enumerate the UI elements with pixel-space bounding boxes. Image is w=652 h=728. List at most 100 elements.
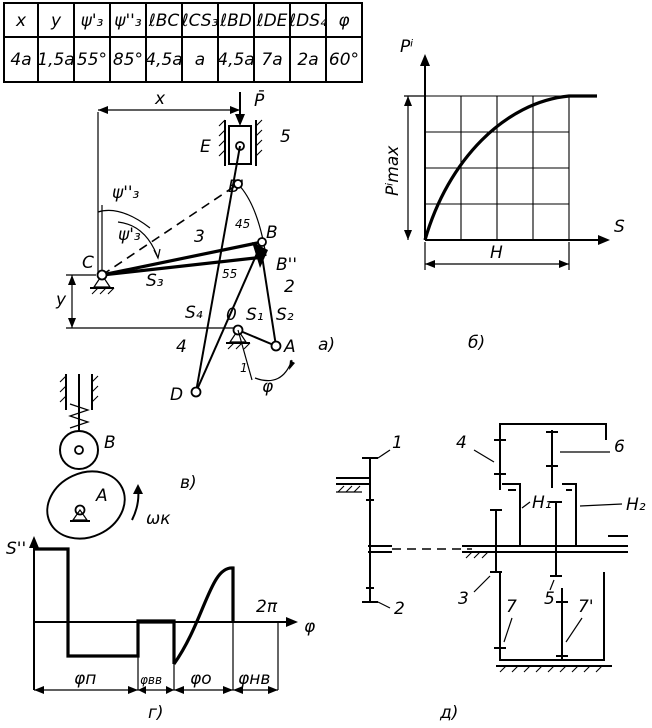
parameter-table: x y ψ'₃ ψ''₃ ℓBC ℓCS₃ ℓBD ℓDE ℓDS₄ φ 4a … <box>3 2 363 83</box>
table-header-y: y <box>50 11 62 31</box>
cam-mechanism: B A ωк в) <box>46 374 197 540</box>
force-graph: Pⁱmax Pⁱ S H б) <box>383 37 625 353</box>
point-e-label: E <box>200 137 211 157</box>
table-value-y: 1,5a <box>37 50 74 70</box>
omega-label: ωк <box>146 509 171 529</box>
table-header-phi: φ <box>338 11 350 31</box>
phi-label: φ <box>262 377 274 397</box>
joint-c <box>96 269 108 281</box>
point-a-label: A <box>283 337 296 357</box>
link-4-label: 4 <box>176 337 187 357</box>
joint-b1 <box>233 179 243 189</box>
gear-4-label: 4 <box>456 433 467 453</box>
table-value-lbc: 4,5a <box>145 50 182 70</box>
dim-y-label: y <box>55 290 67 310</box>
link-1 <box>237 329 277 347</box>
caption-b: б) <box>468 333 485 353</box>
link-5-label: 5 <box>280 127 291 147</box>
table-header-lds4: ℓDS₄ <box>288 11 327 31</box>
force-curve <box>423 94 597 241</box>
gear-7p-label: 7' <box>578 597 594 617</box>
table-header-lbc: ℓBC <box>148 11 180 31</box>
accel-segment-3 <box>172 566 235 665</box>
table-value-phi: 60° <box>329 50 359 70</box>
table-header-psi1: ψ'₃ <box>81 11 104 31</box>
accel-segment-2 <box>136 619 176 664</box>
gear-5-label: 5 <box>544 589 555 609</box>
h1-label: H₁ <box>532 493 552 513</box>
phi-vv-label: φвв <box>140 673 162 687</box>
h2-label: H₂ <box>626 495 646 515</box>
carrier-h1 <box>502 483 521 546</box>
phi-nv-label: φнв <box>238 669 270 689</box>
angle-55-label: 55 <box>222 267 237 281</box>
table-header-lcs3: ℓCS₃ <box>181 11 219 31</box>
dim-x-label: x <box>154 89 166 109</box>
angle-45-label: 45 <box>235 217 250 231</box>
slider-5 <box>228 125 252 165</box>
accel-segment-1 <box>34 547 140 658</box>
link-3-label: 3 <box>194 227 205 247</box>
point-d-label: D <box>170 385 183 405</box>
motion-law-graph: S'' φ 2π φп φвв φо φнв г) <box>6 536 316 723</box>
motion-ylabel: S'' <box>6 539 26 559</box>
force-xlabel: S <box>614 217 625 237</box>
caption-d: д) <box>439 703 458 723</box>
gear-3-label: 3 <box>458 589 469 609</box>
point-o-label: 0 <box>226 305 237 325</box>
phi-o-label: φо <box>190 669 212 689</box>
table-value-lcs3: a <box>195 50 205 70</box>
table-value-x: 4a <box>10 50 31 70</box>
gear-6-label: 6 <box>614 437 625 457</box>
h-label: H <box>490 243 503 263</box>
follower-roller <box>59 430 99 470</box>
force-p-label: P̄ <box>254 89 265 111</box>
carrier-h2 <box>562 483 577 546</box>
point-s3-label: S₃ <box>146 271 164 291</box>
planetary-gear-train: 1 2 3 5 4 6 <box>336 423 646 723</box>
ring-7 <box>499 572 605 661</box>
force-ylabel: Pⁱ <box>400 37 413 57</box>
table-header-x: x <box>15 11 27 31</box>
point-c-label: C <box>82 253 94 273</box>
pmax-label: Pⁱmax <box>383 145 403 196</box>
link-2 <box>261 255 277 347</box>
psi2-label: ψ''₃ <box>112 183 140 203</box>
point-b-label: B <box>266 223 278 243</box>
table-header-lde: ℓDE <box>256 11 288 31</box>
cam-b-label: B <box>104 433 116 453</box>
point-s2-label: S₂ <box>276 305 294 325</box>
cam-a-label: A <box>95 486 108 506</box>
table-value-psi1: 55° <box>77 50 107 70</box>
caption-v: в) <box>180 473 197 493</box>
joint-b <box>257 237 267 247</box>
joint-a <box>270 340 282 352</box>
caption-g: г) <box>148 703 164 723</box>
point-s1-label: S₁ <box>246 305 264 325</box>
two-pi-label: 2π <box>256 597 278 617</box>
caption-a: а) <box>318 335 335 355</box>
point-s4-label: S₄ <box>185 303 203 323</box>
table-value-lde: 7a <box>261 50 282 70</box>
link-3 <box>101 240 263 277</box>
cam-disc <box>46 470 126 540</box>
phi-p-label: φп <box>74 669 96 689</box>
link-1-label: 1 <box>240 361 248 375</box>
link-2-label: 2 <box>284 277 295 297</box>
table-header-psi2: ψ''₃ <box>114 11 142 31</box>
gear-1-label: 1 <box>392 433 403 453</box>
psi1-label: ψ'₃ <box>118 225 141 245</box>
joint-d <box>190 386 202 398</box>
gear-7-label: 7 <box>506 597 517 617</box>
point-b2-label: B'' <box>276 255 297 275</box>
table-value-psi2: 85° <box>113 50 143 70</box>
motion-xlabel: φ <box>304 617 316 637</box>
table-value-lds4: 2a <box>297 50 318 70</box>
gear-2-label: 2 <box>394 599 405 619</box>
link-db <box>195 241 263 393</box>
linkage-mechanism: x P̄ E 5 ψ''₃ ψ'₃ <box>55 89 335 405</box>
table-header-lbd: ℓBD <box>219 11 252 31</box>
table-value-lbd: 4,5a <box>217 50 254 70</box>
